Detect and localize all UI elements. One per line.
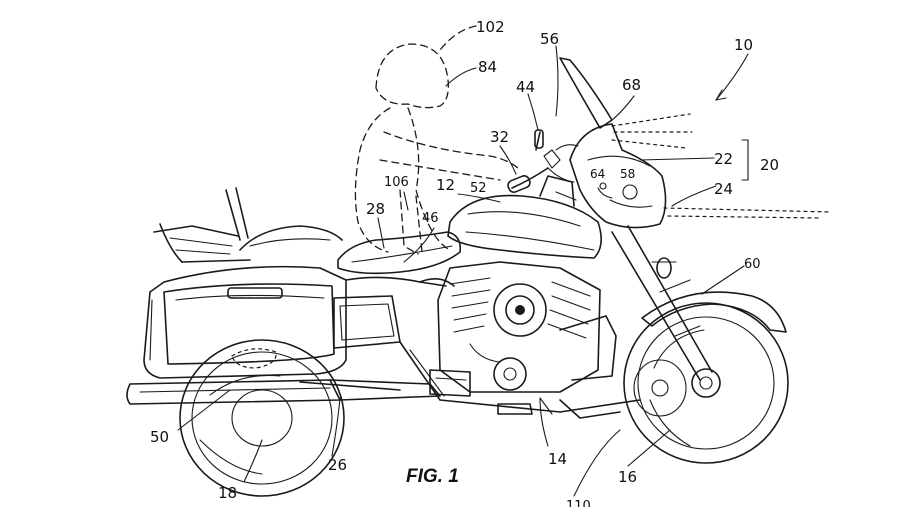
engine [430, 262, 616, 396]
ref-label-16: 16 [618, 468, 637, 486]
ref-label-14: 14 [548, 450, 567, 468]
luggage-rack [154, 188, 250, 262]
ref-label-26: 26 [328, 456, 347, 474]
reference-labels: 10 102 84 56 44 68 32 22 20 24 64 58 106… [150, 18, 779, 507]
ref-label-58: 58 [620, 167, 635, 181]
ref-label-46: 46 [422, 211, 439, 226]
fairing [560, 58, 676, 278]
ref-label-18: 18 [218, 484, 237, 502]
ref-label-106: 106 [384, 175, 409, 190]
figure-caption: FIG. 1 [406, 466, 459, 487]
side-cover [334, 277, 446, 348]
ref-label-102: 102 [476, 18, 505, 36]
ref-label-84: 84 [478, 58, 497, 76]
ref-label-50: 50 [150, 428, 169, 446]
ref-label-64: 64 [590, 167, 605, 181]
saddlebag [144, 267, 346, 378]
ref-label-44: 44 [516, 78, 535, 96]
ref-label-28: 28 [366, 200, 385, 218]
front-wheel [624, 303, 788, 463]
ref-label-110: 110 [566, 499, 591, 507]
leader-lines [178, 26, 748, 496]
ref-label-68: 68 [622, 76, 641, 94]
ref-label-12: 12 [436, 176, 455, 194]
ref-label-56: 56 [540, 30, 559, 48]
ref-label-32: 32 [490, 128, 509, 146]
exhaust [127, 380, 440, 404]
handlebar [507, 130, 578, 194]
ref-label-24: 24 [714, 180, 733, 198]
ref-label-10: 10 [734, 36, 753, 54]
ref-label-60: 60 [744, 257, 761, 272]
ref-label-22: 22 [714, 150, 733, 168]
ref-label-20: 20 [760, 156, 779, 174]
ref-label-52: 52 [470, 181, 487, 196]
frame [300, 279, 640, 418]
